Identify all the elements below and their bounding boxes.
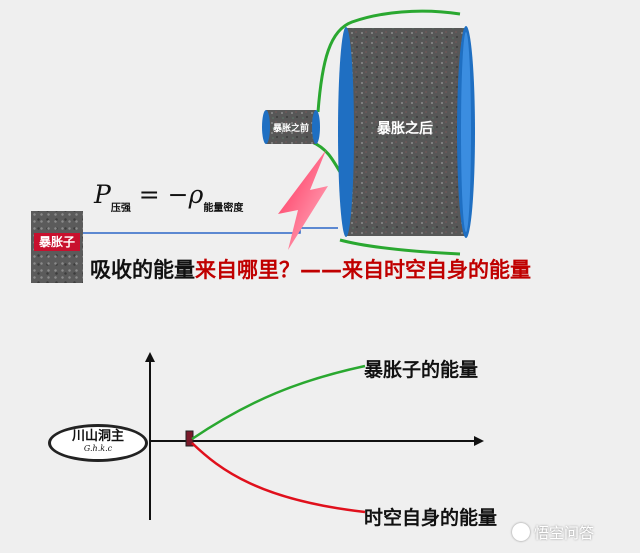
cylinder-before (262, 110, 320, 144)
expansion-curve-top (316, 9, 461, 113)
upper-curve-label: 暴胀子的能量 (364, 359, 479, 381)
formula-p: P (94, 180, 111, 209)
before-label: 暴胀之前 (272, 124, 309, 134)
after-label: 暴胀之后 (377, 121, 433, 137)
formula-equals: = − (130, 180, 189, 209)
formula-rho-sub: 能量密度 (203, 203, 244, 214)
author-seal: 川山洞主 G.h.k.c (48, 424, 148, 462)
formula-p-sub: 压强 (110, 203, 131, 214)
lower-curve-label: 时空自身的能量 (364, 507, 498, 529)
formula-rho: ρ (188, 180, 204, 209)
spacetime-energy-curve (191, 442, 366, 514)
seal-title: 川山洞主 (71, 429, 124, 444)
pressure-formula: P压强 = −ρ能量密度 (94, 180, 243, 214)
wukong-logo-icon (512, 523, 530, 541)
cylinder-after (338, 26, 475, 238)
watermark: 悟空问答 (512, 522, 594, 543)
lightning-bolt (278, 150, 328, 250)
question-black: 吸收的能量 (90, 258, 195, 282)
question-red: 来自哪里？——来自时空自身的能量 (195, 258, 531, 282)
watermark-text: 悟空问答 (534, 524, 595, 542)
y-axis-arrow (145, 352, 155, 362)
x-axis-arrow (474, 436, 484, 446)
seal-subtitle: G.h.k.c (83, 444, 113, 453)
inflaton-energy-curve (191, 364, 366, 441)
question-text: 吸收的能量来自哪里？——来自时空自身的能量 (90, 254, 531, 284)
inflaton-label: 暴胀子 (34, 233, 80, 251)
expansion-curve-bottom (339, 238, 461, 256)
